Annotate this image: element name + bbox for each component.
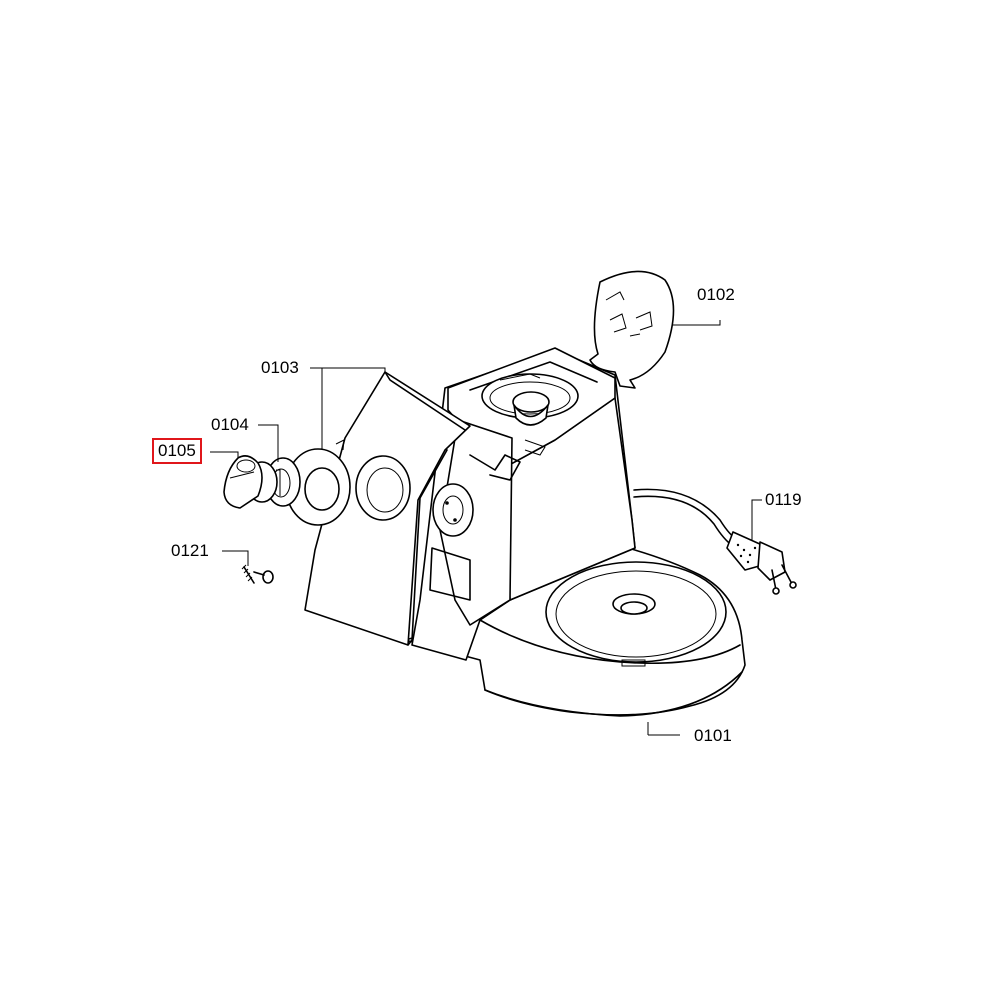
- part-0103-front-panel[interactable]: [304, 371, 471, 646]
- leader-0102: [672, 320, 721, 326]
- leader-0103: [310, 367, 386, 450]
- leader-lines: [210, 320, 762, 736]
- leader-0101: [647, 722, 680, 736]
- leader-0105: [210, 451, 239, 458]
- callout-0101[interactable]: 0101: [694, 726, 732, 745]
- part-0101-housing[interactable]: [404, 347, 746, 717]
- leader-0104: [258, 424, 279, 462]
- part-0104-ring[interactable]: [285, 448, 351, 526]
- leader-0121: [222, 550, 249, 566]
- part-0102-cover-plate[interactable]: [589, 270, 675, 389]
- callout-0102[interactable]: 0102: [697, 285, 735, 304]
- callout-0103[interactable]: 0103: [261, 358, 299, 377]
- callout-0104[interactable]: 0104: [211, 415, 249, 434]
- part-0121-screw[interactable]: [241, 564, 274, 584]
- leader-0119: [751, 499, 762, 540]
- callout-0105[interactable]: 0105: [152, 438, 202, 464]
- part-0119-power-cord[interactable]: [633, 488, 797, 595]
- callout-0121[interactable]: 0121: [171, 541, 209, 560]
- part-0105-knob[interactable]: [223, 455, 301, 509]
- callout-0119[interactable]: 0119: [765, 490, 802, 509]
